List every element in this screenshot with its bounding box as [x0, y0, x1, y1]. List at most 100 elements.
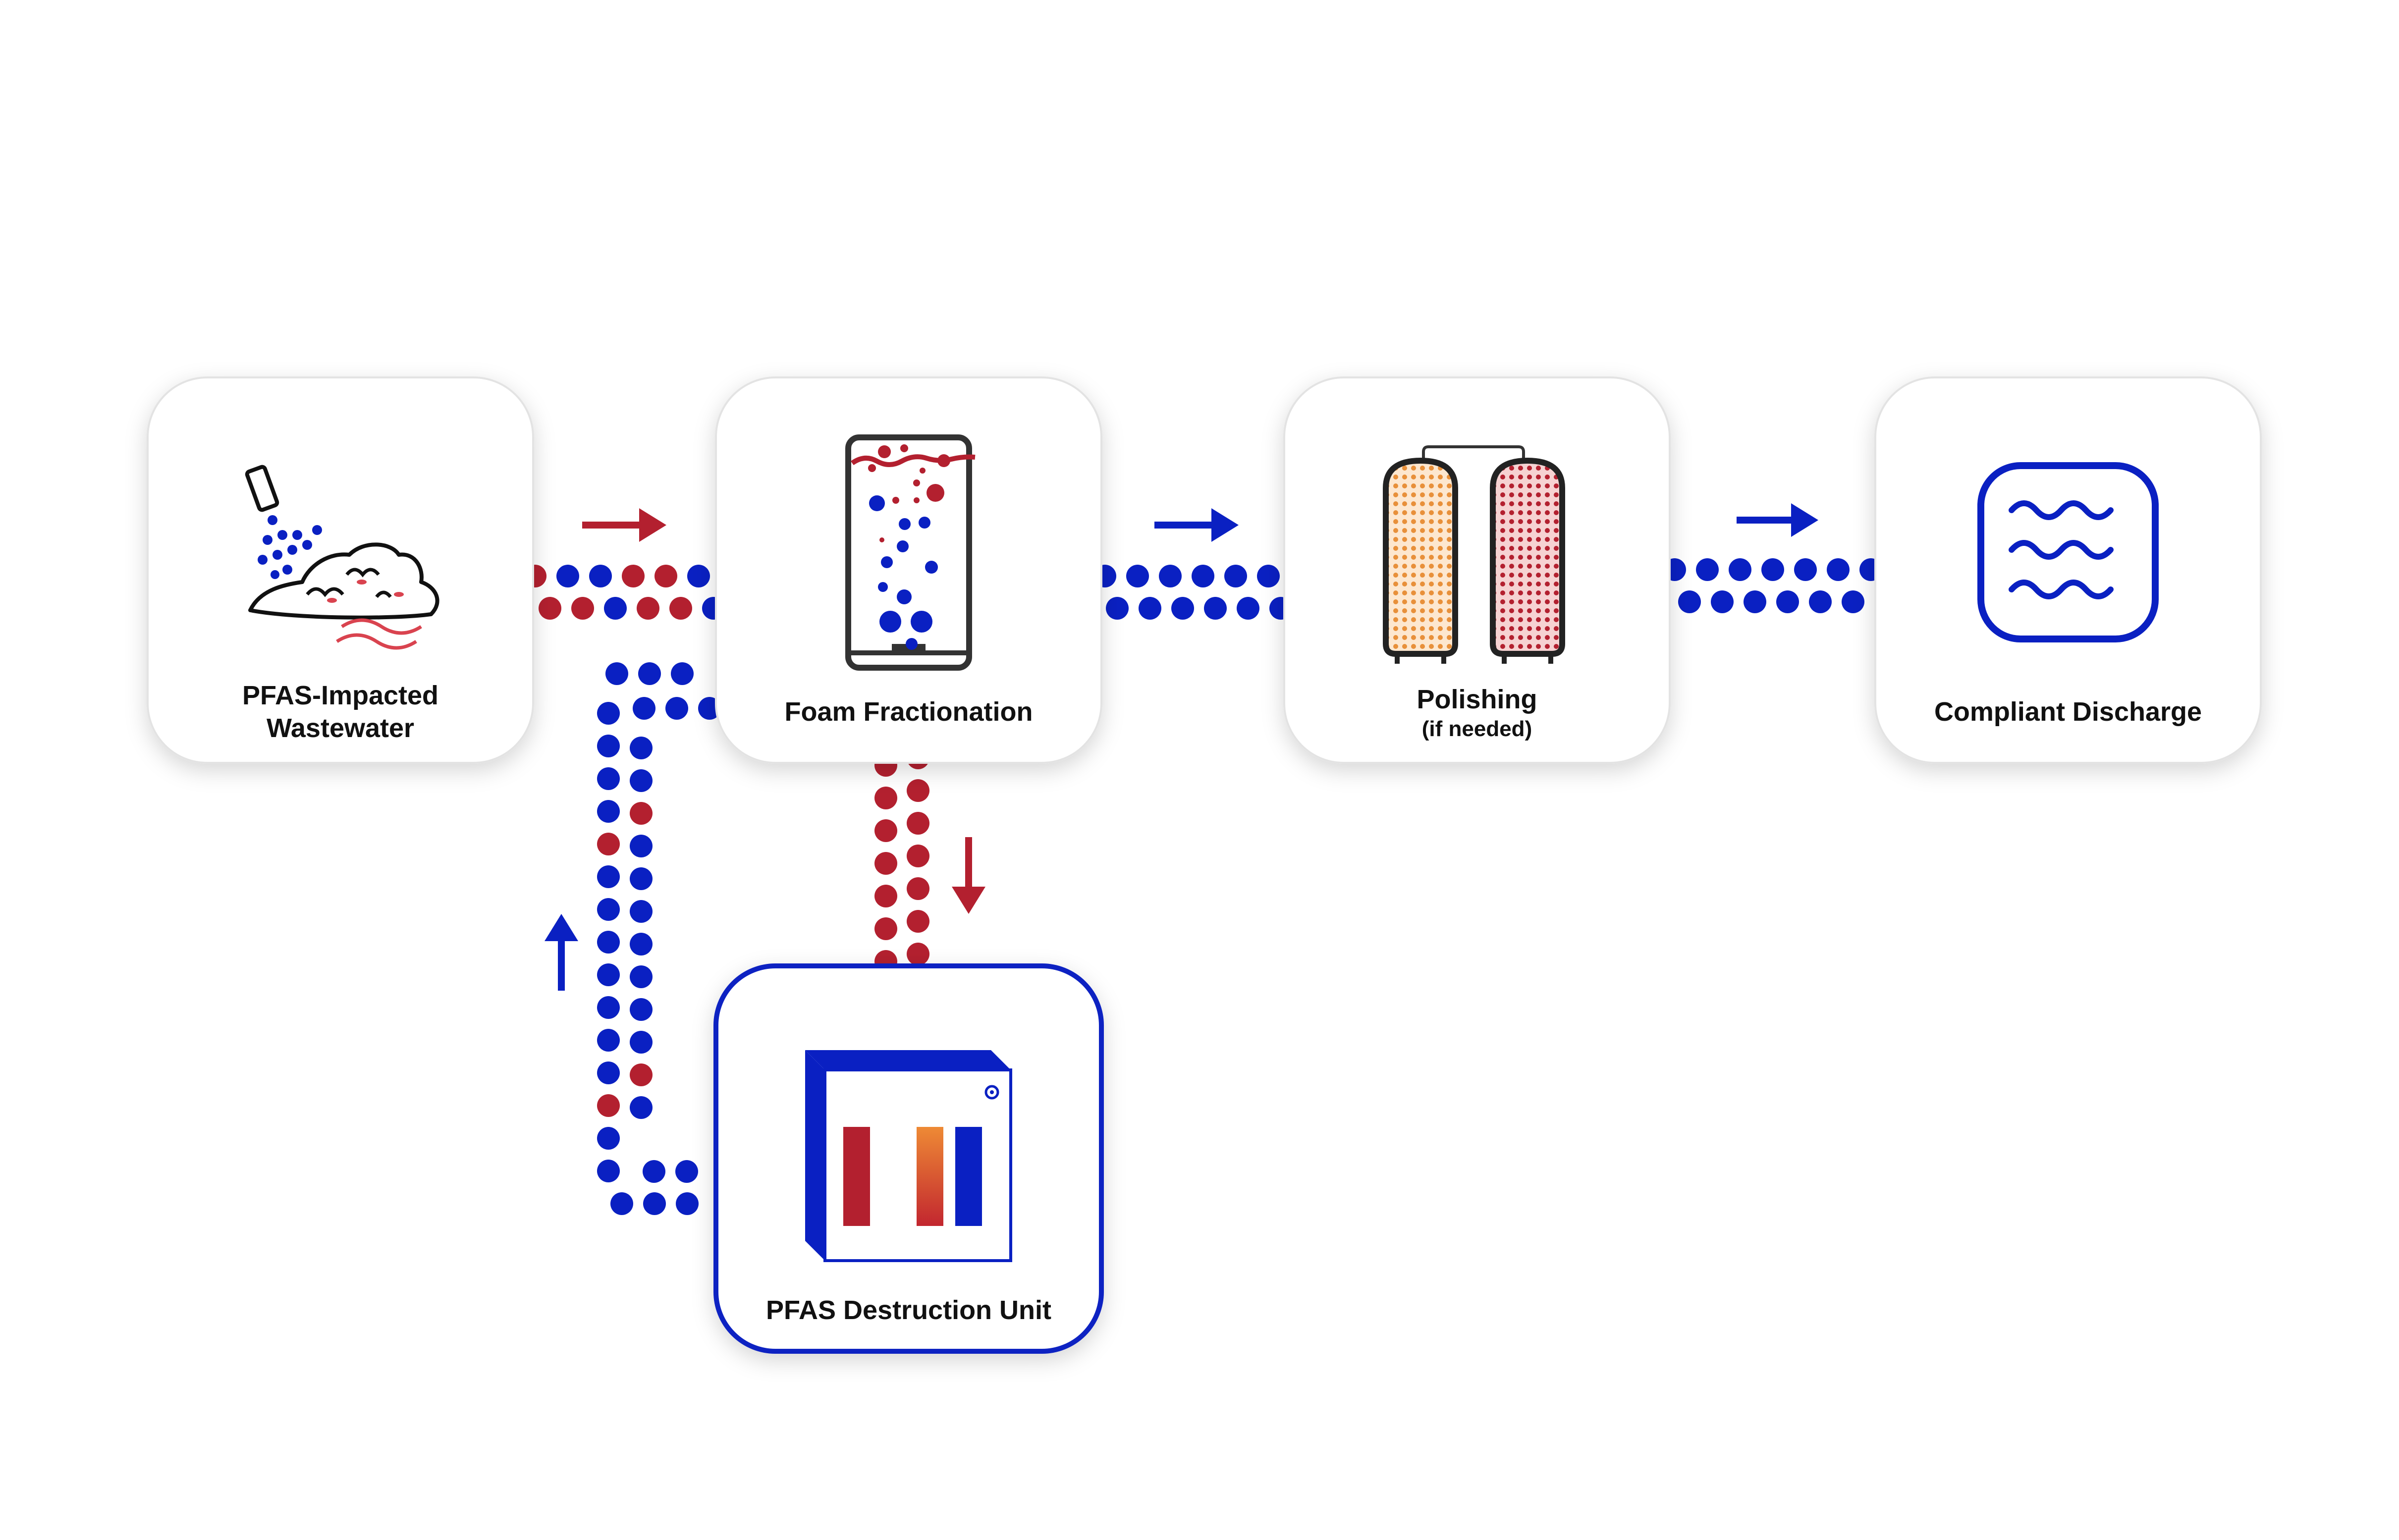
flow-dot-polishing-discharge [1842, 590, 1864, 613]
flow-dot-destruction-foam [630, 867, 653, 890]
flow-dot-polishing-discharge [1711, 590, 1734, 613]
flow-dot-destruction-foam [597, 963, 620, 986]
flow-dot-destruction-foam [597, 767, 620, 790]
flow-dot-destruction-foam [597, 1062, 620, 1084]
flow-dot-destruction-foam [630, 769, 653, 792]
flow-dot-wastewater-foam [604, 597, 627, 620]
flow-dot-polishing-discharge [1744, 590, 1766, 613]
flow-dot-wastewater-foam [669, 597, 692, 620]
foam-column-icon [845, 434, 976, 671]
flow-dot-destruction-foam [676, 1192, 699, 1215]
flow-dot-foam-destruction [874, 885, 897, 907]
flow-dot-destruction-foam [597, 1029, 620, 1052]
node-wastewater[interactable]: PFAS-Impacted Wastewater [147, 376, 534, 764]
flow-dot-foam-destruction [907, 877, 929, 900]
flow-dot-foam-destruction [907, 779, 929, 802]
flow-dot-destruction-foam [630, 802, 653, 825]
flow-dot-wastewater-foam [571, 597, 594, 620]
node-polishing-sublabel: (if needed) [1422, 717, 1532, 741]
arrow-wastewater-to-foam [582, 508, 666, 542]
node-foam-label: Foam Fractionation [784, 697, 1033, 727]
flow-dot-foam-destruction [874, 787, 897, 809]
flow-dot-polishing-discharge [1678, 590, 1701, 613]
flow-dot-foam-polishing [1237, 597, 1259, 620]
node-wastewater-label-line1: PFAS-Impacted [242, 681, 438, 710]
flow-dot-wastewater-foam [654, 565, 677, 587]
node-polishing-label: Polishing [1417, 685, 1537, 714]
flow-dot-destruction-foam [638, 662, 661, 685]
flow-dot-foam-polishing [1257, 565, 1280, 587]
flow-dot-polishing-discharge [1761, 558, 1784, 581]
flow-dot-destruction-foam [630, 933, 653, 956]
flow-dot-destruction-foam [597, 1160, 620, 1182]
flow-dot-polishing-discharge [1809, 590, 1832, 613]
flow-dot-wastewater-foam [622, 565, 645, 587]
flow-dot-foam-destruction [874, 917, 897, 940]
arrow-destruction-to-foam [545, 914, 578, 991]
flow-dot-foam-polishing [1139, 597, 1161, 620]
flow-dot-destruction-foam [597, 865, 620, 888]
flow-dot-foam-destruction [874, 819, 897, 842]
flow-dot-destruction-foam [630, 737, 653, 759]
flow-dot-polishing-discharge [1794, 558, 1817, 581]
node-destruction-unit[interactable]: PFAS Destruction Unit [713, 963, 1104, 1354]
flow-dot-destruction-foam [610, 1192, 633, 1215]
flow-dot-destruction-foam [630, 1031, 653, 1054]
flow-dot-destruction-foam [597, 996, 620, 1019]
flow-dot-destruction-foam [630, 1096, 653, 1119]
node-compliant-discharge[interactable]: Compliant Discharge [1874, 376, 2262, 764]
flow-dot-wastewater-foam [637, 597, 659, 620]
node-polishing[interactable]: Polishing (if needed) [1283, 376, 1671, 764]
flow-dot-polishing-discharge [1776, 590, 1799, 613]
flow-dot-destruction-foam [630, 965, 653, 988]
water-waves-icon [1977, 462, 2159, 642]
flow-dot-foam-polishing [1106, 597, 1129, 620]
flow-dot-destruction-foam [665, 697, 688, 720]
flow-dot-destruction-foam [597, 800, 620, 823]
node-destruction-label: PFAS Destruction Unit [766, 1295, 1051, 1325]
flow-dot-destruction-foam [643, 1160, 665, 1183]
node-discharge-label: Compliant Discharge [1934, 697, 2202, 727]
flow-dot-foam-destruction [874, 852, 897, 875]
flow-dot-destruction-foam [597, 735, 620, 757]
flow-dot-foam-destruction [907, 812, 929, 835]
arrow-foam-to-polishing [1154, 508, 1239, 542]
flow-dot-foam-destruction [907, 845, 929, 867]
flow-dot-polishing-discharge [1729, 558, 1751, 581]
flow-dot-destruction-foam [630, 1063, 653, 1086]
flow-dot-wastewater-foam [556, 565, 579, 587]
arrow-polishing-to-discharge [1737, 503, 1818, 537]
flow-dot-destruction-foam [675, 1160, 698, 1183]
flow-dot-foam-polishing [1171, 597, 1194, 620]
flow-dot-foam-polishing [1224, 565, 1247, 587]
flow-dot-destruction-foam [597, 931, 620, 954]
flow-dot-foam-polishing [1204, 597, 1227, 620]
contaminated-soil-spray-icon [245, 465, 439, 650]
flow-dot-wastewater-foam [687, 565, 710, 587]
flow-dot-destruction-foam [643, 1192, 666, 1215]
flow-dot-foam-polishing [1159, 565, 1182, 587]
flow-dot-foam-destruction [907, 943, 929, 965]
arrow-foam-to-destruction [952, 837, 985, 914]
flow-dot-destruction-foam [605, 662, 628, 685]
flow-dot-wastewater-foam [539, 597, 561, 620]
flow-dot-destruction-foam [597, 1127, 620, 1150]
destruction-unit-icon [805, 1050, 1012, 1262]
flow-dot-destruction-foam [630, 900, 653, 923]
flow-dot-destruction-foam [597, 833, 620, 855]
flow-dot-destruction-foam [630, 998, 653, 1021]
flow-dot-destruction-foam [630, 835, 653, 857]
flow-dot-destruction-foam [633, 697, 655, 720]
flow-dot-polishing-discharge [1696, 558, 1719, 581]
flow-dot-destruction-foam [597, 702, 620, 725]
flow-dot-destruction-foam [671, 662, 694, 685]
leaf-logo-icon [984, 1085, 999, 1100]
node-foam-fractionation[interactable]: Foam Fractionation [715, 376, 1102, 764]
twin-resin-vessels-icon [1383, 445, 1565, 664]
node-wastewater-label-line2: Wastewater [267, 713, 414, 743]
flow-dot-foam-destruction [907, 910, 929, 933]
flow-dot-destruction-foam [597, 1094, 620, 1117]
flow-dot-destruction-foam [597, 898, 620, 921]
flow-dot-polishing-discharge [1827, 558, 1850, 581]
